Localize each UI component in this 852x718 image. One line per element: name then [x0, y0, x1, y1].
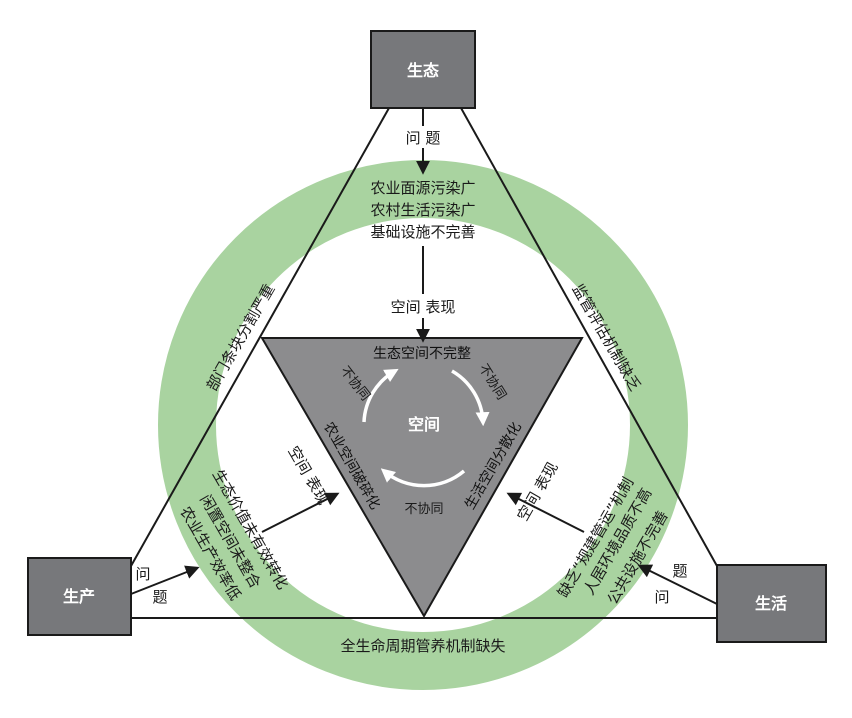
left-problem-label-2: 题	[152, 588, 167, 606]
top-problem-2: 农村生活污染广	[370, 201, 475, 219]
left-space-label: 空间 表现	[284, 443, 332, 508]
arrow-bottom-label: 不协同	[404, 502, 443, 517]
top-problem-label: 问 题	[406, 129, 441, 147]
ecology-label: 生态	[407, 61, 439, 80]
production-box	[27, 557, 132, 636]
center-label: 空间	[408, 415, 440, 434]
ecology-box	[370, 30, 476, 109]
top-problem-3: 基础设施不完善	[370, 223, 475, 241]
right-problem-arrow	[637, 564, 718, 605]
right-space-label: 空间 表现	[514, 459, 562, 524]
right-space-arrow	[506, 492, 585, 533]
cycle-arrows	[362, 368, 490, 488]
right-problem-label-1: 问	[654, 588, 669, 606]
production-label: 生产	[63, 587, 95, 606]
top-problem-1: 农业面源污染广	[370, 179, 475, 197]
top-space-label: 空间 表现	[391, 298, 456, 316]
right-problem-label-2: 题	[672, 562, 687, 580]
left-problem-label-1: 问	[135, 565, 150, 583]
bottom-edge-label: 全生命周期管养机制缺失	[340, 637, 505, 655]
green-ring	[158, 160, 688, 690]
outer-triangle	[130, 107, 718, 619]
left-problem-arrow	[130, 565, 200, 595]
living-label: 生活	[755, 594, 787, 613]
left-space-arrow	[261, 492, 340, 533]
inner-top-label: 生态空间不完整	[373, 346, 471, 362]
